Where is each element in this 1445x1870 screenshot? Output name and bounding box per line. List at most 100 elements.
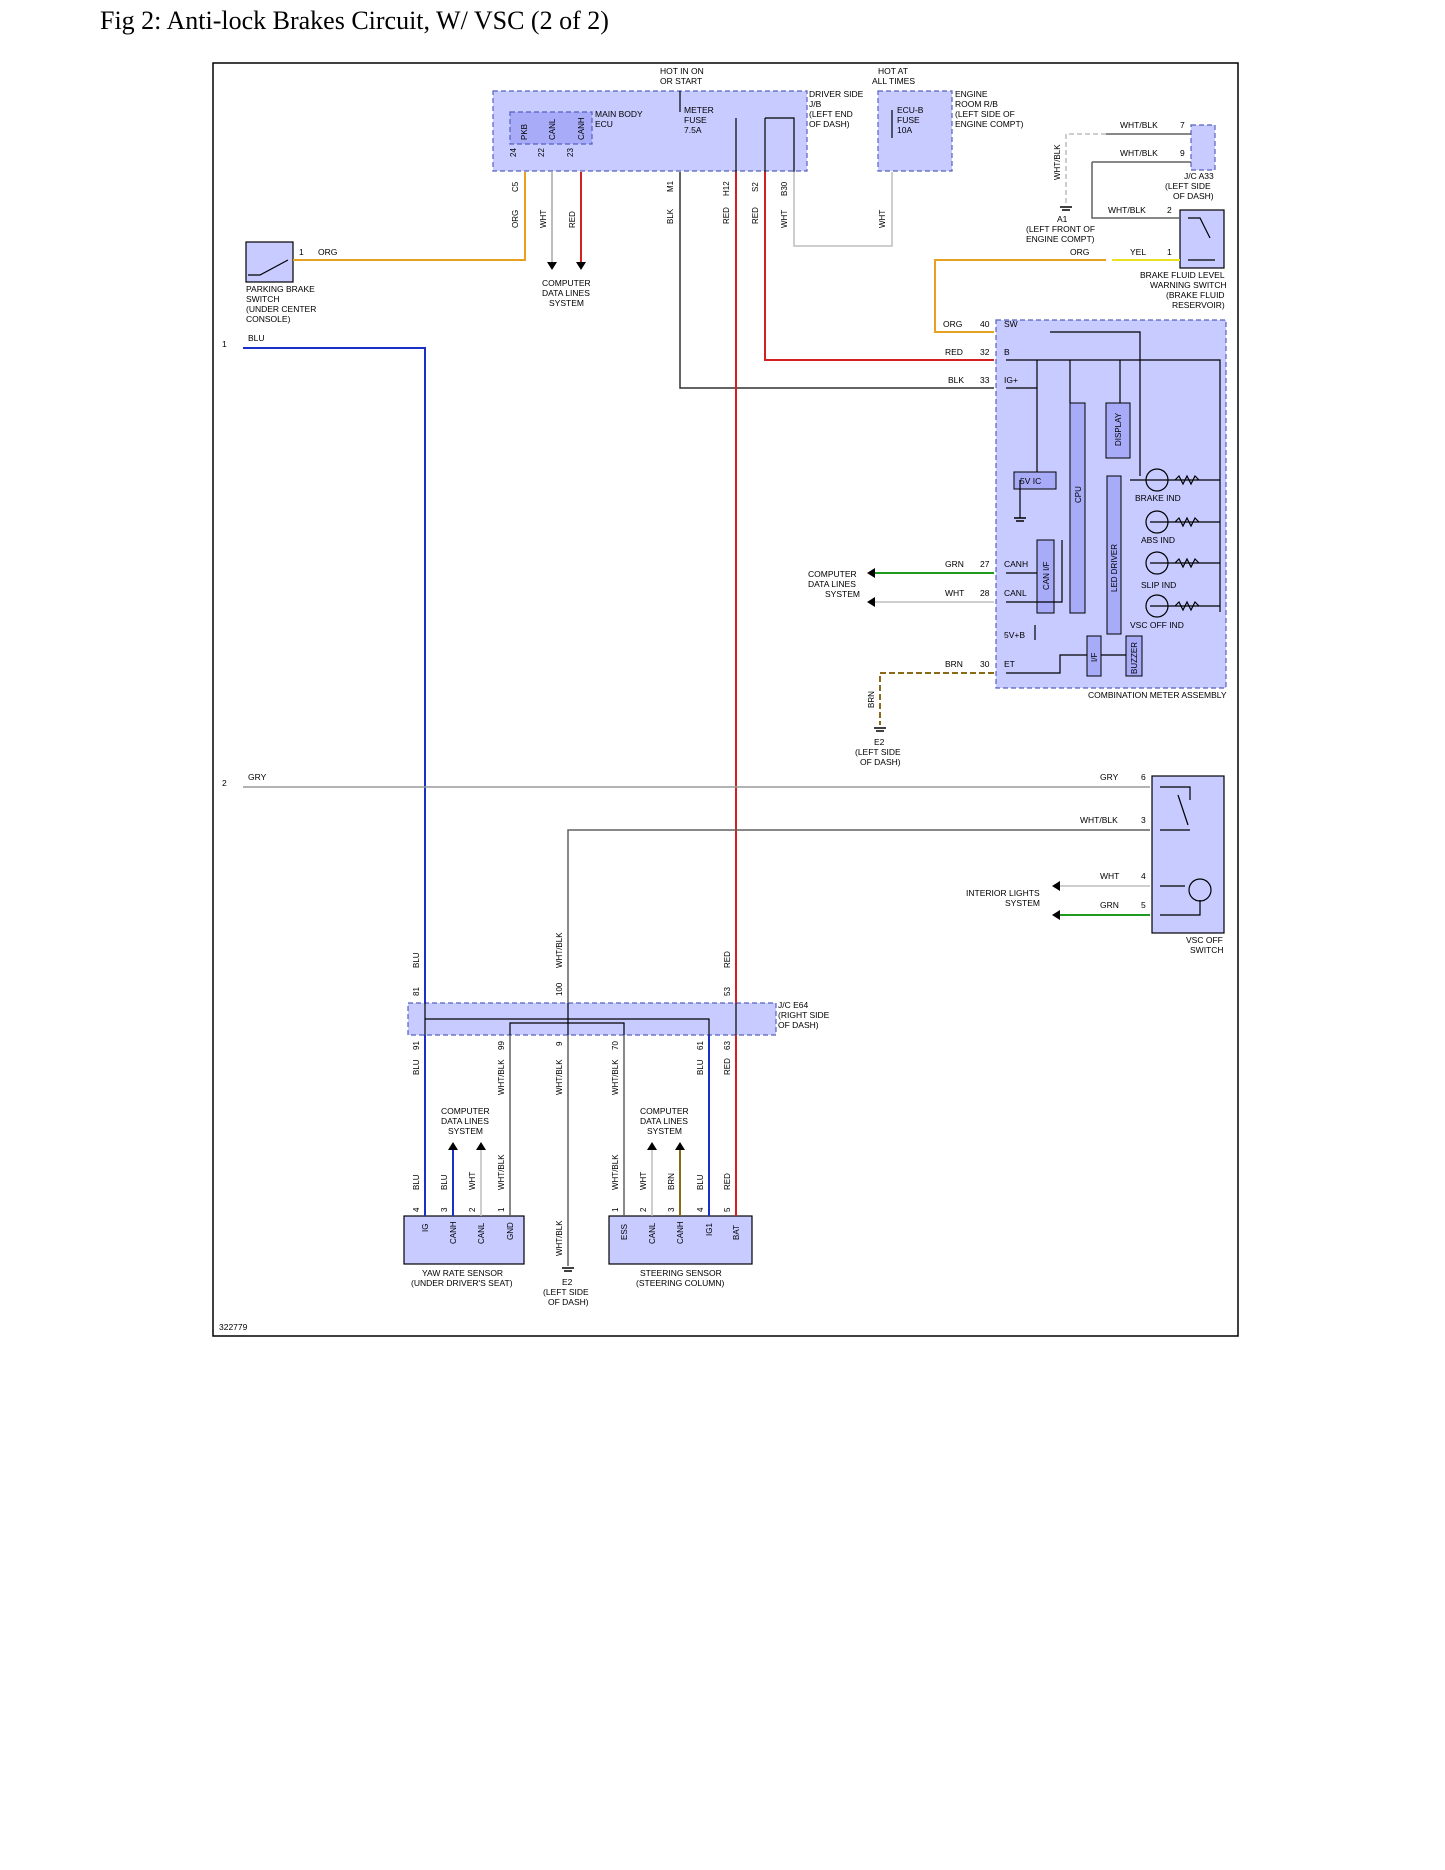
vsc-pin-5: 5 bbox=[1141, 900, 1146, 910]
yaw-rate-sensor-box bbox=[403, 1215, 525, 1265]
pin-et: ET bbox=[1004, 659, 1015, 669]
canif-block bbox=[1036, 539, 1055, 614]
fluid-3: (BRAKE FLUID bbox=[1166, 290, 1225, 300]
v-wht-1: WHT bbox=[539, 210, 548, 228]
ecu-canl: CANL bbox=[548, 118, 557, 140]
yaw-canl: CANL bbox=[477, 1222, 486, 1244]
arrow-left-1-icon bbox=[867, 568, 875, 578]
wire-org-parking bbox=[293, 172, 526, 261]
pin-33: 33 bbox=[980, 375, 990, 385]
vsc-off-switch-box bbox=[1151, 775, 1225, 934]
cdl-steer-3: SYSTEM bbox=[647, 1126, 682, 1136]
v-st-red: RED bbox=[723, 1173, 732, 1190]
pin-32: 32 bbox=[980, 347, 990, 357]
arrow-down-2-icon bbox=[576, 262, 586, 270]
v-wht-3: WHT bbox=[878, 210, 887, 228]
whtblk-a33-7: WHT/BLK bbox=[1120, 120, 1158, 130]
conn-m1: M1 bbox=[666, 180, 675, 192]
brake-fluid-switch-box bbox=[1179, 209, 1225, 269]
slip-ind-lamp bbox=[1145, 551, 1169, 575]
modules bbox=[407, 90, 1227, 1036]
v-display: DISPLAY bbox=[1114, 412, 1123, 446]
pin-fluid-2: 2 bbox=[1167, 205, 1172, 215]
wire-blk-m1 bbox=[679, 172, 994, 389]
ecub-1: ECU-B bbox=[897, 105, 924, 115]
grn-label-meter: GRN bbox=[945, 559, 964, 569]
vsc-off-ind-lamp bbox=[1145, 594, 1169, 618]
org-label-3: ORG bbox=[943, 319, 962, 329]
brake-ind-lamp bbox=[1145, 468, 1169, 492]
wht-vsc-label: WHT bbox=[1100, 871, 1119, 881]
v-cpu: CPU bbox=[1074, 486, 1083, 503]
5vb-label: 5V+B bbox=[1004, 630, 1025, 640]
ground-meter-icon bbox=[1014, 517, 1026, 522]
v-pin-61: 61 bbox=[696, 1041, 705, 1050]
v-canif: CAN I/F bbox=[1042, 561, 1051, 590]
wires bbox=[243, 133, 1191, 1266]
v-st-whtblk: WHT/BLK bbox=[611, 1154, 620, 1190]
jca33-2: (LEFT SIDE bbox=[1165, 181, 1211, 191]
v-wht-2: WHT bbox=[780, 210, 789, 228]
grn-vsc-label: GRN bbox=[1100, 900, 1119, 910]
meter-fuse-3: 7.5A bbox=[684, 125, 702, 135]
cdl-top-1: COMPUTER bbox=[542, 278, 591, 288]
st-pin-4: 4 bbox=[696, 1207, 705, 1212]
v-pin-99: 99 bbox=[497, 1041, 506, 1050]
arrow-up-3-icon bbox=[647, 1142, 657, 1150]
ground-e2-bottom-icon bbox=[562, 1267, 574, 1272]
yaw-2: (UNDER DRIVER'S SEAT) bbox=[411, 1278, 513, 1288]
cdl-top-3: SYSTEM bbox=[549, 298, 584, 308]
st-canl: CANL bbox=[648, 1222, 657, 1244]
steer-1: STEERING SENSOR bbox=[640, 1268, 722, 1278]
driver-jb-3: (LEFT END bbox=[809, 109, 853, 119]
v-red-2: RED bbox=[722, 207, 731, 224]
fluid-2: WARNING SWITCH bbox=[1150, 280, 1227, 290]
parking-2: SWITCH bbox=[246, 294, 280, 304]
ecu-pin-22: 22 bbox=[537, 148, 546, 157]
vertical-labels: 24 PKB 22 CANL 23 CANH C5 M1 H12 S2 B30 … bbox=[412, 117, 1139, 1256]
st-pin-2: 2 bbox=[639, 1207, 648, 1212]
whtblk-vsc-label: WHT/BLK bbox=[1080, 815, 1118, 825]
v-yaw-blu2: BLU bbox=[440, 1174, 449, 1190]
labels: HOT IN ON OR START HOT AT ALL TIMES MAIN… bbox=[219, 66, 1227, 1332]
yaw-1: YAW RATE SENSOR bbox=[422, 1268, 503, 1278]
yaw-pin-4: 4 bbox=[412, 1207, 421, 1212]
v-st-wht: WHT bbox=[639, 1172, 648, 1190]
v-whtblk-a1: WHT/BLK bbox=[1053, 144, 1062, 180]
v-yaw-blu: BLU bbox=[412, 1174, 421, 1190]
fluid-1: BRAKE FLUID LEVEL bbox=[1140, 270, 1225, 280]
cdl-mid-2: DATA LINES bbox=[808, 579, 856, 589]
cdl-top-2: DATA LINES bbox=[542, 288, 590, 298]
steer-2: (STEERING COLUMN) bbox=[636, 1278, 724, 1288]
engine-rb-2: ROOM R/B bbox=[955, 99, 998, 109]
diagram-border bbox=[212, 62, 1239, 1337]
ecu-pin-24: 24 bbox=[509, 148, 518, 157]
v-pin-70: 70 bbox=[611, 1041, 620, 1050]
edge-pin-1: 1 bbox=[222, 339, 227, 349]
a1-1: A1 bbox=[1057, 214, 1068, 224]
v-yaw-whtblk: WHT/BLK bbox=[497, 1154, 506, 1190]
parking-pin: 1 bbox=[299, 247, 304, 257]
cdl-mid-1: COMPUTER bbox=[808, 569, 857, 579]
wire-wht-b30 bbox=[793, 172, 893, 247]
ecub-fuse-box bbox=[877, 90, 953, 172]
resistor-1 bbox=[1174, 474, 1200, 486]
yaw-canh: CANH bbox=[449, 1221, 458, 1244]
ecub-2: FUSE bbox=[897, 115, 920, 125]
pin-igp: IG+ bbox=[1004, 375, 1018, 385]
pin-canl: CANL bbox=[1004, 588, 1027, 598]
pin-28: 28 bbox=[980, 588, 990, 598]
jca33-3: OF DASH) bbox=[1173, 191, 1214, 201]
pin-30: 30 bbox=[980, 659, 990, 669]
e2-bot-3: OF DASH) bbox=[548, 1297, 589, 1307]
arrow-up-2-icon bbox=[476, 1142, 486, 1150]
slip-ind-label: SLIP IND bbox=[1141, 580, 1176, 590]
ecub-3: 10A bbox=[897, 125, 912, 135]
v-led-driver: LED DRIVER bbox=[1110, 544, 1119, 592]
jc-bus bbox=[248, 91, 1221, 1035]
led-driver-block bbox=[1106, 475, 1122, 635]
v-blu-61: BLU bbox=[696, 1059, 705, 1075]
main-body-ecu-label-1: MAIN BODY bbox=[595, 109, 643, 119]
v-st-blu: BLU bbox=[696, 1174, 705, 1190]
e2-top-3: OF DASH) bbox=[860, 757, 901, 767]
